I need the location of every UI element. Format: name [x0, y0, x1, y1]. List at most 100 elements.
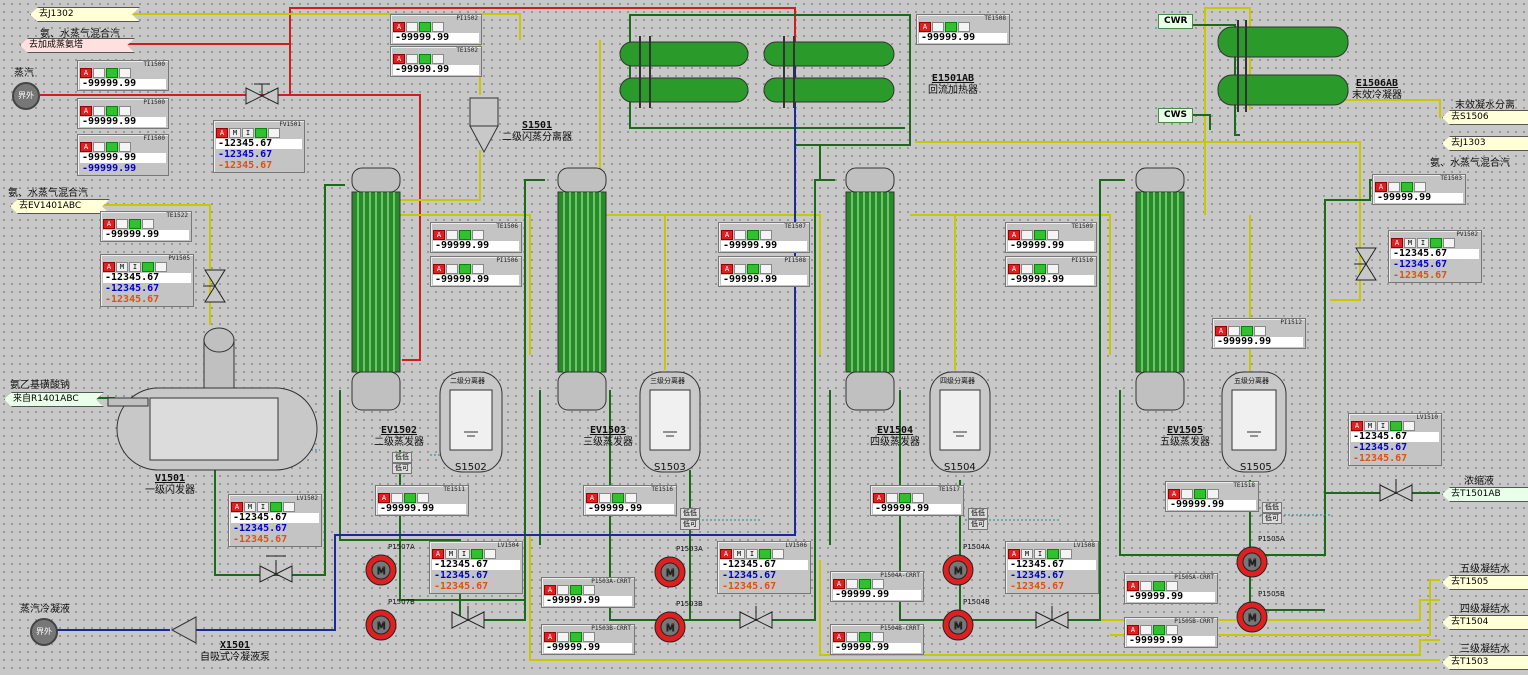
connector-from-r1401[interactable]: 来自R1401ABC [4, 392, 104, 407]
alarm-icon: A [586, 492, 598, 503]
pump-label-p1504a: P1504A [963, 543, 990, 551]
alarm-icon: A [1008, 229, 1020, 240]
name-s1501: 二级闪蒸分离器 [502, 132, 572, 143]
pump-label-p1504b: P1504B [963, 598, 990, 606]
status-ok-icon [419, 53, 431, 64]
faceplate-status-strip: A [719, 229, 809, 240]
level-btn-s1505-lowlow[interactable]: 低低 [1262, 502, 1282, 513]
faceplate-status-strip: A [542, 631, 634, 642]
level-btn-s1502-lowlow[interactable]: 低低 [392, 452, 412, 463]
faceplate-tag: PI1502 [456, 15, 478, 22]
sp-value: -12345.67 [722, 570, 777, 581]
tag-cwr[interactable]: CWR [1158, 14, 1194, 29]
level-btn-s1504-low[interactable]: 低可 [968, 519, 988, 530]
cond3-pipe [529, 535, 1440, 661]
faceplate-tag: TE1509 [1071, 223, 1093, 230]
faceplate-status-strip: A [391, 21, 481, 32]
tag-cws[interactable]: CWS [1158, 108, 1194, 123]
alarm-icon: A [721, 263, 733, 274]
level-btn-s1504-lowlow[interactable]: 低低 [968, 508, 988, 519]
alarm-icon: A [1008, 548, 1020, 559]
status-ok-icon [471, 548, 483, 559]
alarm-icon: A [80, 141, 92, 152]
outside-boundary-condensate[interactable]: 界外 [30, 618, 58, 646]
connector-to-ev1401[interactable]: 去EV1401ABC [10, 199, 110, 214]
alarm-icon: A [544, 584, 556, 595]
blank-icon [583, 631, 595, 642]
connector-to-t1505[interactable]: 去T1505 [1442, 575, 1528, 590]
level-btn-s1502-low[interactable]: 低可 [392, 463, 412, 474]
tag-e1501: E1501AB [931, 73, 975, 84]
alarm-icon: A [433, 263, 445, 274]
manual-icon: M [229, 127, 241, 138]
faceplate-status-strip: A [376, 492, 468, 503]
connector-to-t1501[interactable]: 去T1501AB [1442, 487, 1528, 502]
separators [439, 371, 1287, 473]
outside-boundary-steam[interactable]: 界外 [12, 82, 40, 110]
status-ok-icon [142, 261, 154, 272]
manual-icon: M [244, 501, 256, 512]
separator-s1502 [439, 371, 503, 473]
title-s1504: 四级分离器 [940, 377, 975, 385]
connector-to-t1503[interactable]: 去T1503 [1442, 655, 1528, 670]
connector-to-j1302[interactable]: 去J1302 [30, 7, 140, 22]
op-value: -12345.67 [1353, 453, 1408, 464]
manual-icon: M [1364, 420, 1376, 431]
evaporator-ev1504 [845, 167, 895, 411]
info-icon: I [746, 548, 758, 559]
connector-to-t1504[interactable]: 去T1504 [1442, 615, 1528, 630]
blank-icon [1414, 181, 1426, 192]
level-btn-s1503-low[interactable]: 低可 [680, 519, 700, 530]
level-btn-s1503-lowlow[interactable]: 低低 [680, 508, 700, 519]
flash-vessel-v1501 [107, 327, 318, 471]
connector-to-j1303[interactable]: 去J1303 [1442, 136, 1528, 151]
name-ev1502: 二级蒸发器 [374, 437, 424, 448]
level-btn-s1505-low[interactable]: 低可 [1262, 513, 1282, 524]
faceplate-tag: P1505A-CRRT [1174, 574, 1214, 581]
connector-to-ammonia-tower[interactable]: 去加成蒸氨塔 [20, 38, 135, 53]
steam-pipe [40, 94, 421, 361]
alarm-icon: A [103, 261, 115, 272]
manual-icon: M [445, 548, 457, 559]
blank-icon [1254, 325, 1266, 336]
status-ok-icon [1034, 263, 1046, 274]
hold-icon [1140, 624, 1152, 635]
separator-s1505 [1221, 371, 1287, 473]
connector-to-s1506[interactable]: 去S1506 [1442, 110, 1528, 125]
vapor-return-pipe [100, 7, 796, 45]
